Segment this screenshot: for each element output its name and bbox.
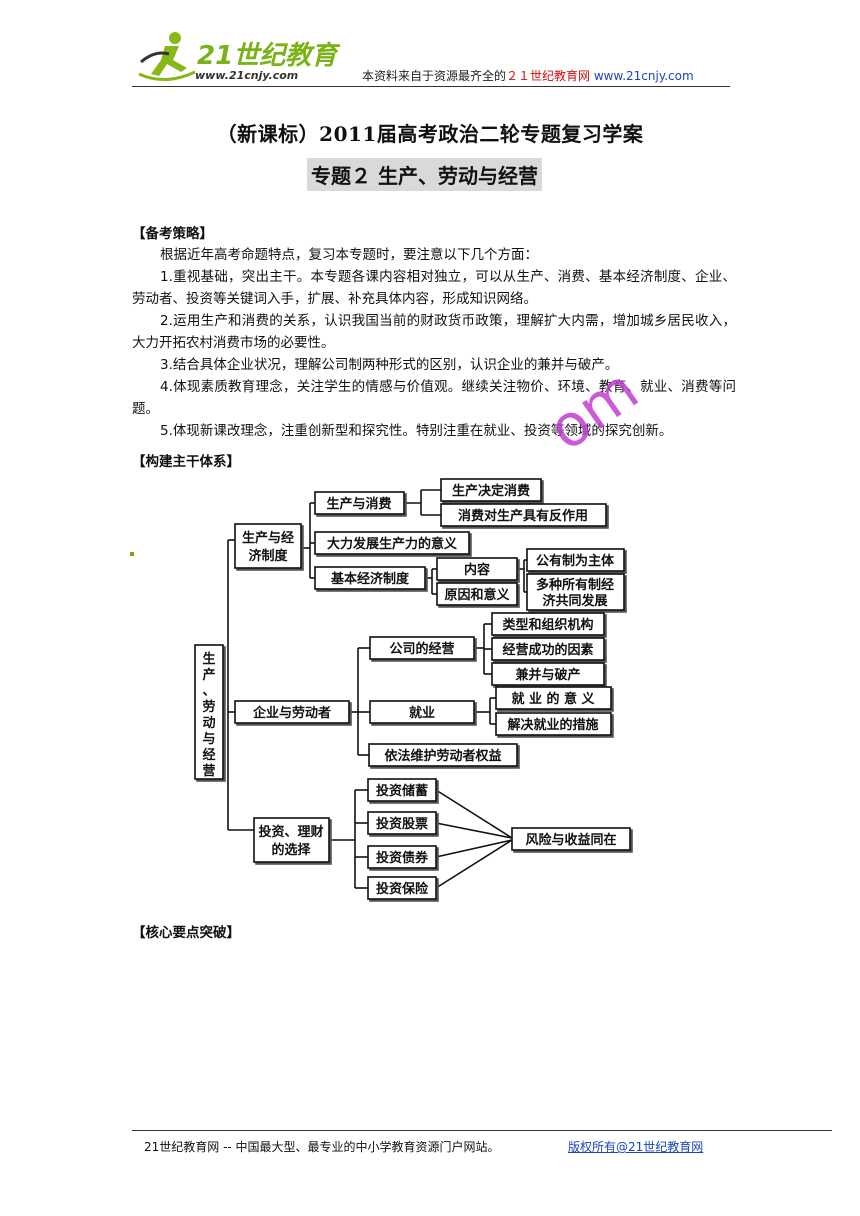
label-risk-return: 风险与收益同在 — [525, 832, 616, 848]
label-savings: 投资储蓄 — [376, 783, 428, 799]
node-content — [436, 557, 518, 581]
node-savings — [367, 778, 437, 802]
label-content: 内容 — [464, 562, 490, 578]
label-enterprise-labor: 企业与劳动者 — [252, 705, 331, 721]
node-basic-system — [314, 566, 426, 590]
node-rights — [368, 743, 518, 767]
node-employment-meaning — [495, 686, 612, 710]
label-basic-system: 基本经济制度 — [330, 571, 410, 587]
label-multi-line1: 多种所有制经 — [536, 577, 614, 593]
node-enterprise-labor — [234, 700, 350, 724]
node-productivity — [314, 531, 470, 555]
section-strategy-heading: 【备考策略】 — [132, 226, 213, 242]
node-employment-measures — [495, 712, 612, 736]
label-productivity: 大力发展生产力的意义 — [327, 536, 458, 552]
label-multi-line2: 济共同发展 — [542, 593, 608, 609]
label-types: 类型和组织机构 — [502, 617, 593, 633]
node-types — [491, 612, 605, 636]
node-root-label: 生产、劳动与经营 — [202, 651, 215, 779]
document-subtitle: 专题２ 生产、劳动与经营 — [307, 158, 542, 191]
node-consumption-reacts — [440, 503, 607, 527]
document-title: （新课标）2011届高考政治二轮专题复习学案 — [216, 122, 644, 146]
node-investment — [253, 817, 330, 863]
node-risk-return — [511, 827, 631, 851]
node-stocks — [367, 811, 437, 835]
strategy-paragraph: 3.结合具体企业状况，理解公司制两种形式的区别，认识企业的兼并与破产。 — [160, 357, 619, 373]
label-employment-meaning: 就 业 的 意 义 — [511, 691, 595, 707]
footer-divider — [132, 1130, 832, 1131]
label-company: 公司的经营 — [389, 641, 454, 657]
label-production-decides: 生产决定消费 — [452, 483, 530, 499]
header-note-prefix: 本资料来自于资源最齐全的 — [362, 69, 507, 83]
section-core-heading: 【核心要点突破】 — [132, 925, 240, 941]
strategy-text: 根据近年高考命题特点，复习本专题时，要注意以下几个方面： 1.重视基础，突出主干… — [132, 244, 736, 442]
node-company — [369, 636, 475, 660]
runner-icon — [138, 32, 196, 81]
label-reason: 原因和意义 — [444, 587, 510, 603]
header-source-note: 本资料来自于资源最齐全的２１世纪教育网 www.21cnjy.com — [362, 67, 694, 84]
footer-copyright-link[interactable]: 版权所有@21世纪教育网 — [568, 1140, 704, 1154]
diagram-labels: 生产与经 济制度 生产与消费 生产决定消费 消费对生产具有反作用 大力发展生产力… — [242, 483, 617, 897]
node-employment — [369, 700, 475, 724]
label-merger: 兼并与破产 — [515, 667, 580, 683]
logo-text: 21世纪教育 — [197, 41, 340, 71]
node-production-economy — [234, 523, 302, 569]
strategy-paragraph: 1.重视基础，突出主干。本专题各课内容相对独立，可以从生产、消费、基本经济制度、… — [132, 269, 736, 307]
header-note-site[interactable]: ２１世纪教育网 — [506, 69, 591, 83]
node-reason — [436, 582, 518, 606]
node-merger — [491, 662, 605, 686]
label-employment: 就业 — [409, 705, 435, 721]
node-multi-ownership — [526, 573, 625, 611]
node-root — [194, 644, 224, 780]
section-framework-heading: 【构建主干体系】 — [132, 454, 240, 470]
label-b3-line1: 投资、理财 — [258, 824, 323, 840]
label-success: 经营成功的因素 — [502, 642, 593, 658]
stray-mark — [130, 552, 134, 556]
strategy-paragraph: 根据近年高考命题特点，复习本专题时，要注意以下几个方面： — [160, 247, 538, 263]
strategy-paragraph: 4.体现素质教育理念，关注学生的情感与价值观。继续关注物价、环境、教育、就业、消… — [132, 379, 736, 417]
label-b1-line1: 生产与经 — [242, 530, 294, 546]
node-insurance — [367, 876, 437, 900]
label-production-consumption: 生产与消费 — [326, 496, 391, 512]
node-success — [491, 637, 605, 661]
node-public-ownership — [526, 548, 625, 572]
strategy-paragraph: 5.体现新课改理念，注重创新型和探究性。特别注重在就业、投资等领域的探究创新。 — [160, 423, 673, 439]
footer-site-description: 21世纪教育网 -- 中国最大型、最专业的中小学教育资源门户网站。 — [144, 1140, 500, 1154]
diagram-connectors — [227, 489, 527, 889]
label-bonds: 投资债券 — [376, 850, 429, 866]
label-stocks: 投资股票 — [376, 816, 428, 832]
header-divider — [132, 86, 730, 87]
label-b3-line2: 的选择 — [271, 842, 311, 858]
knowledge-framework-diagram: 生产、劳动与经营 生产与经 济制度 生产与消费 生产决定消费 消费对生产具有反作… — [194, 478, 631, 900]
diagram-boxes — [194, 478, 631, 900]
label-consumption-reacts: 消费对生产具有反作用 — [458, 508, 588, 524]
header-note-url[interactable]: www.21cnjy.com — [593, 69, 694, 83]
label-public-ownership: 公有制为主体 — [536, 553, 615, 569]
label-b1-line2: 济制度 — [248, 548, 288, 564]
node-production-consumption — [314, 491, 405, 515]
strategy-paragraph: 2.运用生产和消费的关系，认识我国当前的财政货币政策，理解扩大内需，增加城乡居民… — [132, 313, 736, 351]
label-employment-measures: 解决就业的措施 — [506, 717, 598, 733]
node-production-decides — [440, 478, 542, 502]
logo-url: www.21cnjy.com — [195, 69, 298, 82]
node-bonds — [367, 845, 437, 869]
site-logo: 21世纪教育 www.21cnjy.com — [138, 32, 340, 82]
label-insurance: 投资保险 — [376, 881, 429, 897]
label-rights: 依法维护劳动者权益 — [384, 748, 501, 764]
